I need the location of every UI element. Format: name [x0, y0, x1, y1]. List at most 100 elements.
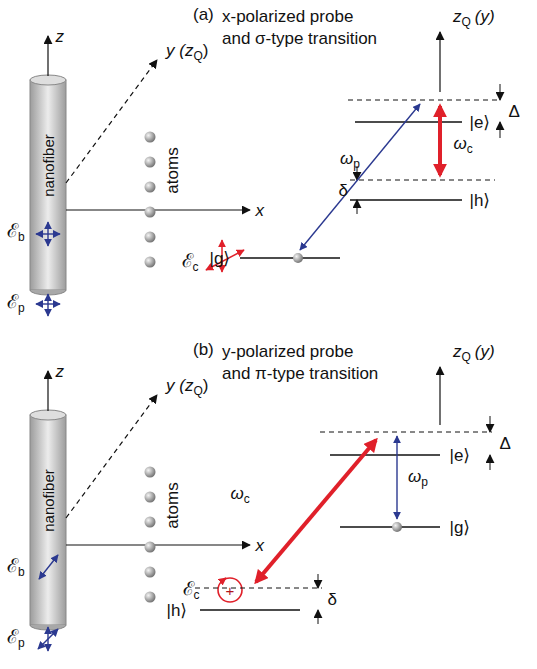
axis-label: y (z	[166, 376, 193, 395]
subscript: c	[467, 142, 473, 156]
frequency-label: ω	[408, 467, 421, 486]
label-group: x-polarized probe and σ-type transition	[222, 6, 378, 50]
label-group: |e⟩	[450, 447, 471, 464]
axis-label: (y)	[475, 7, 495, 26]
label-group: |g⟩	[450, 519, 471, 536]
subscript: c	[244, 492, 250, 506]
subscript: Q	[193, 49, 202, 63]
level-label: |g⟩	[210, 249, 231, 268]
label-group: zQ (y)	[453, 8, 495, 28]
panel-title: y-polarized probe and π-type transition	[222, 342, 378, 383]
label-group: ℰb	[7, 221, 25, 243]
subscript: p	[18, 636, 25, 650]
label-group: x	[256, 537, 265, 554]
field-label: ℰ	[7, 625, 18, 647]
label-group: δ	[339, 182, 348, 199]
detuning-label: δ	[339, 181, 348, 200]
detuning-label: Δ	[509, 102, 520, 121]
part-label: nanofiber	[39, 469, 56, 532]
subscript: c	[194, 588, 200, 602]
axis-label: z	[56, 362, 65, 381]
axis-label: z	[56, 27, 65, 46]
subscript: p	[18, 301, 25, 315]
frequency-label: ω	[340, 149, 353, 168]
axis-label: (y)	[475, 342, 495, 361]
subscript: b	[18, 230, 25, 244]
axis-label: )	[203, 41, 209, 60]
level-label: |e⟩	[470, 113, 491, 132]
detuning-label: δ	[328, 590, 337, 609]
field-label: ℰ	[7, 290, 18, 312]
axis-label: z	[453, 342, 462, 361]
part-label: atoms	[163, 147, 182, 193]
label-group: |e⟩	[470, 114, 491, 131]
label-group: (b)	[193, 341, 214, 358]
field-label: ℰ	[182, 249, 193, 271]
label-group: |h⟩	[470, 192, 491, 209]
level-scheme-b	[195, 367, 492, 624]
part-label: nanofiber	[39, 134, 56, 197]
panel-label: (a)	[193, 5, 214, 24]
nanofiber-scene	[30, 36, 250, 295]
frequency-label: ω	[454, 134, 467, 153]
subscript: b	[18, 565, 25, 579]
label-group: z	[56, 28, 65, 45]
subscript: c	[193, 260, 199, 274]
label-group: δ	[328, 591, 337, 608]
label-group: ℰp	[7, 627, 25, 649]
level-label: |e⟩	[450, 446, 471, 465]
label-group: nanofiber	[40, 469, 55, 532]
label-group: Δ	[500, 435, 511, 452]
level-label: |h⟩	[167, 601, 188, 620]
label-group: ℰp	[7, 292, 25, 314]
label-group: ωp	[340, 150, 360, 170]
label-group: ωc	[231, 485, 250, 505]
label-group: zQ (y)	[453, 343, 495, 363]
level-scheme-a	[240, 32, 500, 263]
frequency-label: ω	[231, 484, 244, 503]
axis-label: )	[203, 376, 209, 395]
label-group: Δ	[509, 103, 520, 120]
control-polarization	[206, 240, 244, 272]
axis-label: z	[453, 7, 462, 26]
label-group: z	[56, 363, 65, 380]
label-group: (a)	[193, 6, 214, 23]
level-label: |h⟩	[470, 191, 491, 210]
label-group: ℰb	[7, 556, 25, 578]
label-group: ωp	[408, 468, 428, 488]
axis-label: y (z	[166, 41, 193, 60]
label-group: nanofiber	[40, 134, 55, 197]
field-label: ℰ	[7, 554, 18, 576]
nanofiber-scene	[30, 371, 250, 630]
label-group: |g⟩	[210, 250, 231, 267]
polarization-arrows	[38, 555, 58, 651]
subscript: p	[353, 157, 360, 171]
detuning-label: Δ	[500, 434, 511, 453]
label-group: y-polarized probe and π-type transition	[222, 341, 380, 385]
helicity-sign: +	[226, 582, 235, 599]
label-group: y (zQ)	[166, 377, 208, 397]
label-group: atoms	[164, 482, 181, 528]
label-group: ℰc	[182, 251, 199, 273]
label-group: ℰc	[183, 579, 200, 601]
field-label: ℰ	[183, 577, 194, 599]
subscript: Q	[193, 384, 202, 398]
field-label: ℰ	[7, 219, 18, 241]
axis-label: x	[256, 201, 265, 220]
panel-label: (b)	[193, 340, 214, 359]
label-group: |h⟩	[167, 602, 188, 619]
subscript: p	[421, 475, 428, 489]
level-label: |g⟩	[450, 518, 471, 537]
label-group: ωc	[454, 135, 473, 155]
label-group: x	[256, 202, 265, 219]
label-group: atoms	[164, 147, 181, 193]
label-group: +	[226, 583, 235, 598]
axis-label: x	[256, 536, 265, 555]
subscript: Q	[462, 350, 471, 364]
panel-title: x-polarized probe and σ-type transition	[222, 7, 377, 48]
circular-polarization	[218, 578, 242, 602]
subscript: Q	[462, 15, 471, 29]
polarization-arrows	[36, 222, 60, 316]
